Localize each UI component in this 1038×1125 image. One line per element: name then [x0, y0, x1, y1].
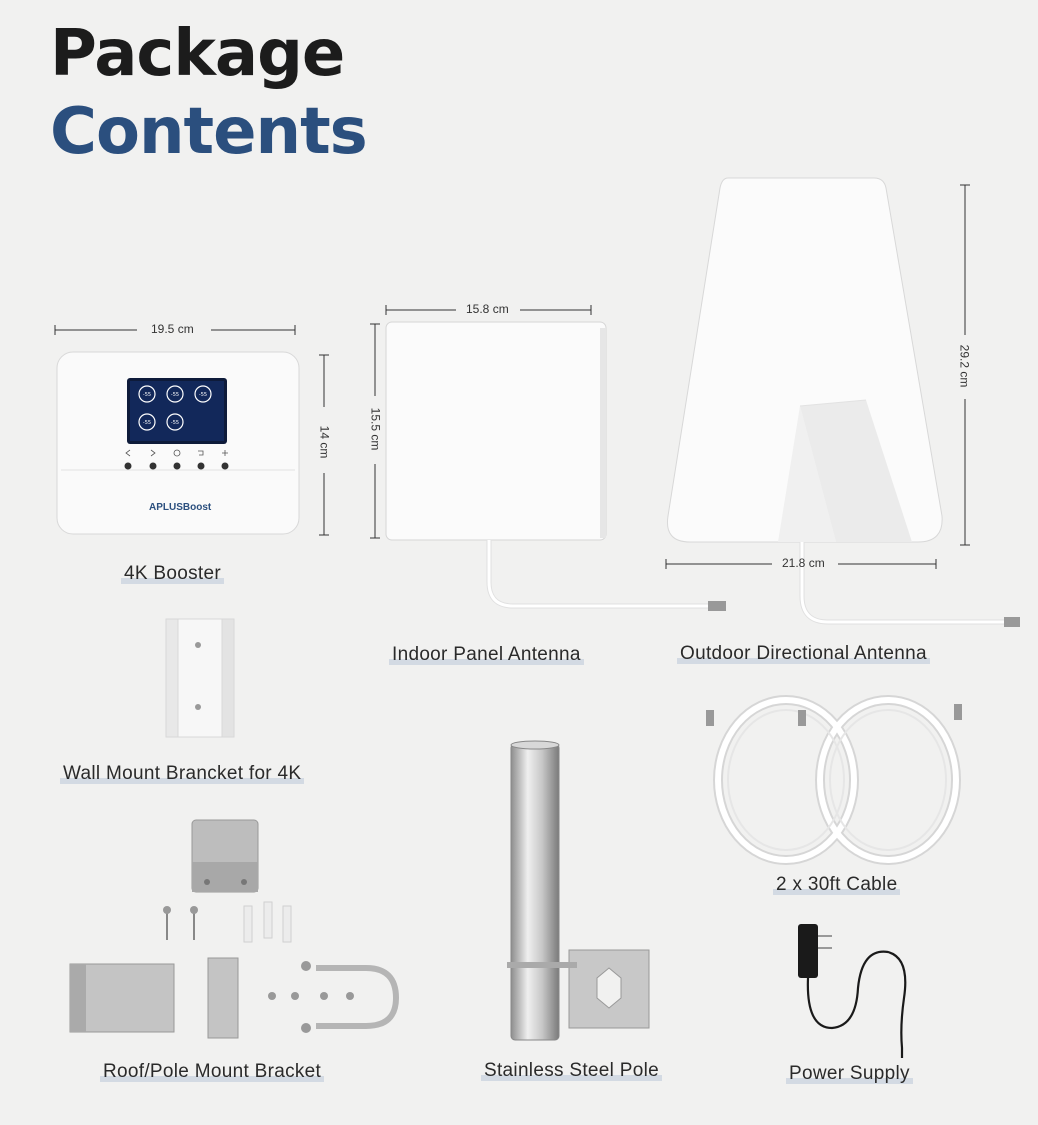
svg-text:-55: -55	[171, 420, 179, 426]
outdoor-dimension-width: 21.8 cm	[665, 556, 937, 572]
booster-device: -55 -55 -55 -55 -55 APLUSBoost	[56, 351, 300, 535]
wall-mount-image	[164, 617, 244, 747]
booster-dimension-width: 19.5 cm	[54, 322, 296, 338]
page-title-line2: Contents	[50, 95, 368, 169]
booster-width-label: 19.5 cm	[151, 322, 194, 336]
power-label: Power Supply	[786, 1063, 913, 1084]
indoor-width-label: 15.8 cm	[466, 302, 509, 316]
aplus-logo: APLUSBoost	[149, 502, 212, 513]
outdoor-width-label: 21.8 cm	[782, 556, 825, 570]
cable-image	[696, 690, 976, 870]
svg-text:-55: -55	[143, 420, 151, 426]
outdoor-antenna-image	[666, 176, 1026, 636]
page-title-line1: Package	[50, 17, 345, 91]
indoor-dimension-width: 15.8 cm	[385, 302, 592, 318]
pole-label: Stainless Steel Pole	[481, 1060, 662, 1081]
indoor-label: Indoor Panel Antenna	[389, 644, 584, 665]
power-supply-image	[792, 918, 932, 1063]
svg-text:-55: -55	[171, 392, 179, 398]
pole-image	[505, 740, 655, 1045]
indoor-height-label: 15.5 cm	[368, 407, 383, 451]
roof-mount-label: Roof/Pole Mount Bracket	[99, 1061, 325, 1082]
outdoor-dimension-height: 29.2 cm	[957, 184, 973, 546]
booster-label: 4K Booster	[121, 563, 224, 584]
outdoor-label: Outdoor Directional Antenna	[677, 643, 930, 664]
roof-mount-image	[66, 818, 406, 1043]
indoor-antenna-image	[385, 321, 746, 622]
cable-label: 2 x 30ft Cable	[772, 874, 901, 895]
booster-height-label: 14 cm	[317, 425, 332, 459]
wall-mount-label: Wall Mount Brancket for 4K	[59, 763, 305, 784]
indoor-dimension-height: 15.5 cm	[367, 323, 383, 539]
svg-text:-55: -55	[143, 392, 151, 398]
svg-text:-55: -55	[199, 392, 207, 398]
booster-dimension-height: 14 cm	[316, 354, 332, 536]
